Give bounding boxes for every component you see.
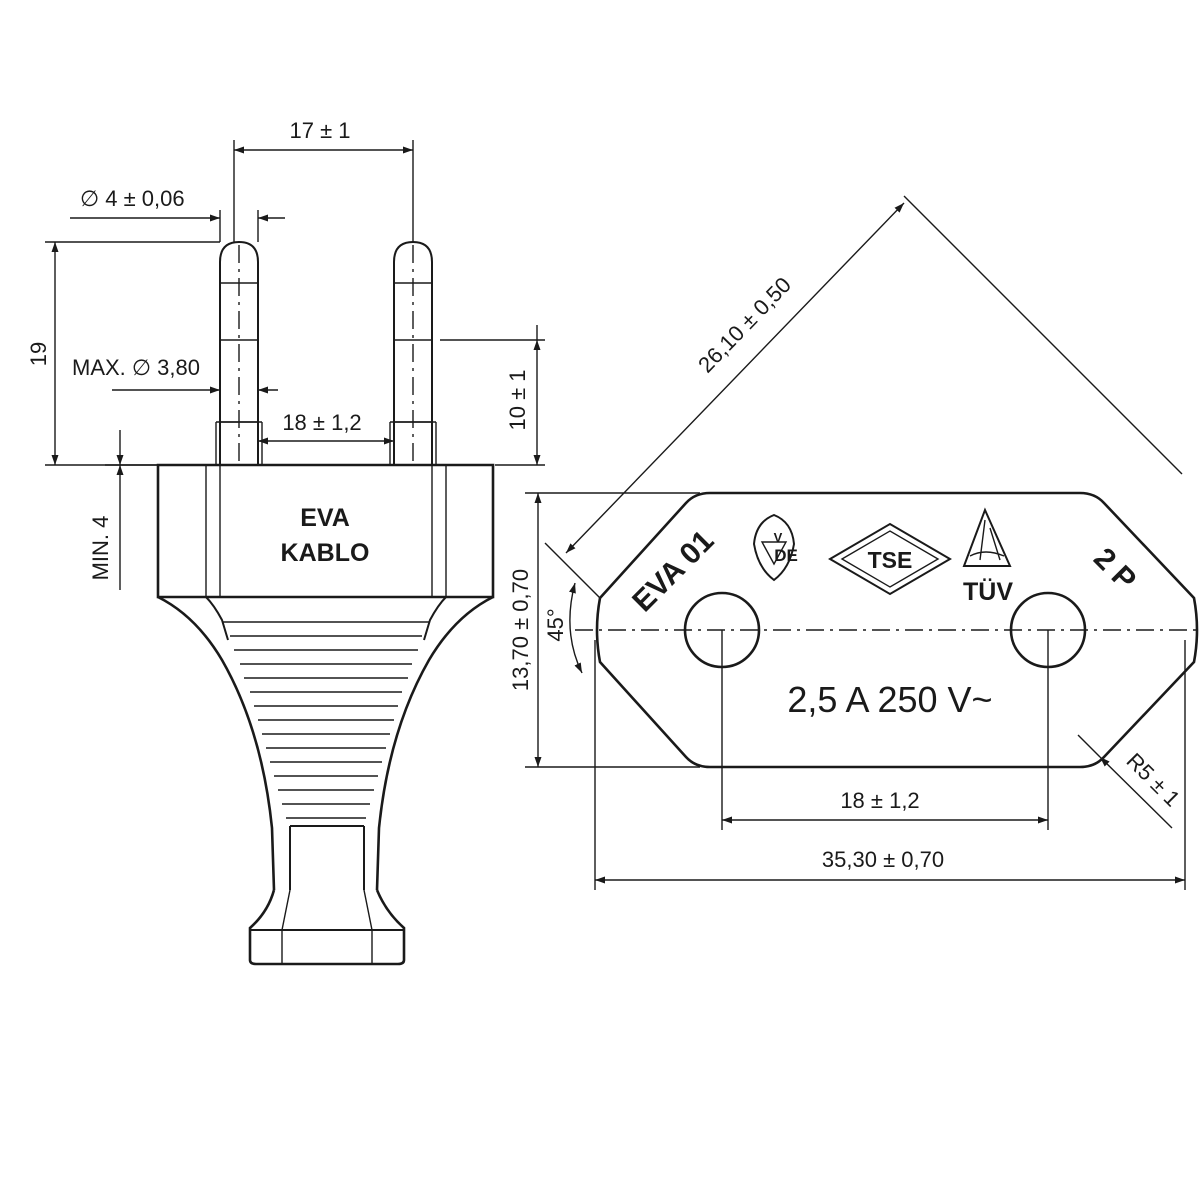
plug-face-view: EVA 01 2 P V DE TSE TÜV 2,5 A 250 V~ [508,195,1200,890]
plug-body [157,595,494,891]
dim-diagonal-label: 26,10 ± 0,50 [693,272,796,377]
left-pin [215,240,263,465]
plug-ribs [222,621,430,890]
dim-pin-diameter-label: ∅ 4 ± 0,06 [80,186,185,211]
dim-diagonal: 26,10 ± 0,50 [544,195,1183,599]
tse-label: TSE [868,547,913,573]
dim-chamfer-angle-label: 45° [543,608,568,641]
dim-insulation-gap: 18 ± 1,2 [258,410,394,445]
dim-pin-diameter: ∅ 4 ± 0,06 [70,186,285,242]
dim-pin-spacing: 17 ± 1 [233,118,414,242]
right-pin [389,240,437,465]
dim-face-width: 35,30 ± 0,70 [594,640,1186,890]
dim-face-width-label: 35,30 ± 0,70 [822,847,944,872]
poles-label: 2 P [1087,542,1142,597]
dim-pin-spacing-label: 17 ± 1 [289,118,350,143]
plug-side-view: EVA KABLO 17 ± 1 ∅ 4 ± 0,06 19 [26,118,545,966]
vde-bottom-label: DE [774,546,798,565]
tse-mark-icon: TSE [828,522,952,596]
brand-line-2: KABLO [281,539,370,567]
dim-max-diameter: MAX. ∅ 3,80 [72,355,278,394]
dim-min-collar-label: MIN. 4 [88,516,113,581]
plug-foot [248,889,406,966]
dim-max-diameter-label: MAX. ∅ 3,80 [72,355,200,380]
dim-pin-length-label: 19 [26,342,51,366]
dim-face-height: 13,70 ± 0,70 [508,492,700,768]
rating-label: 2,5 A 250 V~ [787,679,992,720]
dim-insulation-gap-label: 18 ± 1,2 [282,410,361,435]
face-outline [595,491,1199,769]
tuv-mark-icon: TÜV [962,507,1013,606]
dim-corner-radius: R5 ± 1 [1077,734,1185,829]
model-label: EVA 01 [626,524,720,618]
tuv-label: TÜV [963,577,1013,606]
dim-pin-length: 19 [26,241,220,466]
dim-hole-spacing: 18 ± 1,2 [721,630,1049,830]
dim-hole-spacing-label: 18 ± 1,2 [840,788,919,813]
brand-line-1: EVA [300,504,350,532]
vde-mark-icon: V DE [752,513,798,582]
dim-face-height-label: 13,70 ± 0,70 [508,569,533,691]
vde-top-label: V [774,530,783,545]
dim-corner-radius-label: R5 ± 1 [1122,748,1185,811]
dim-chamfer-angle: 45° [543,582,583,674]
dim-contact-length: 10 ± 1 [440,325,545,466]
dim-min-collar: MIN. 4 [88,430,158,590]
dim-contact-length-label: 10 ± 1 [505,369,530,430]
